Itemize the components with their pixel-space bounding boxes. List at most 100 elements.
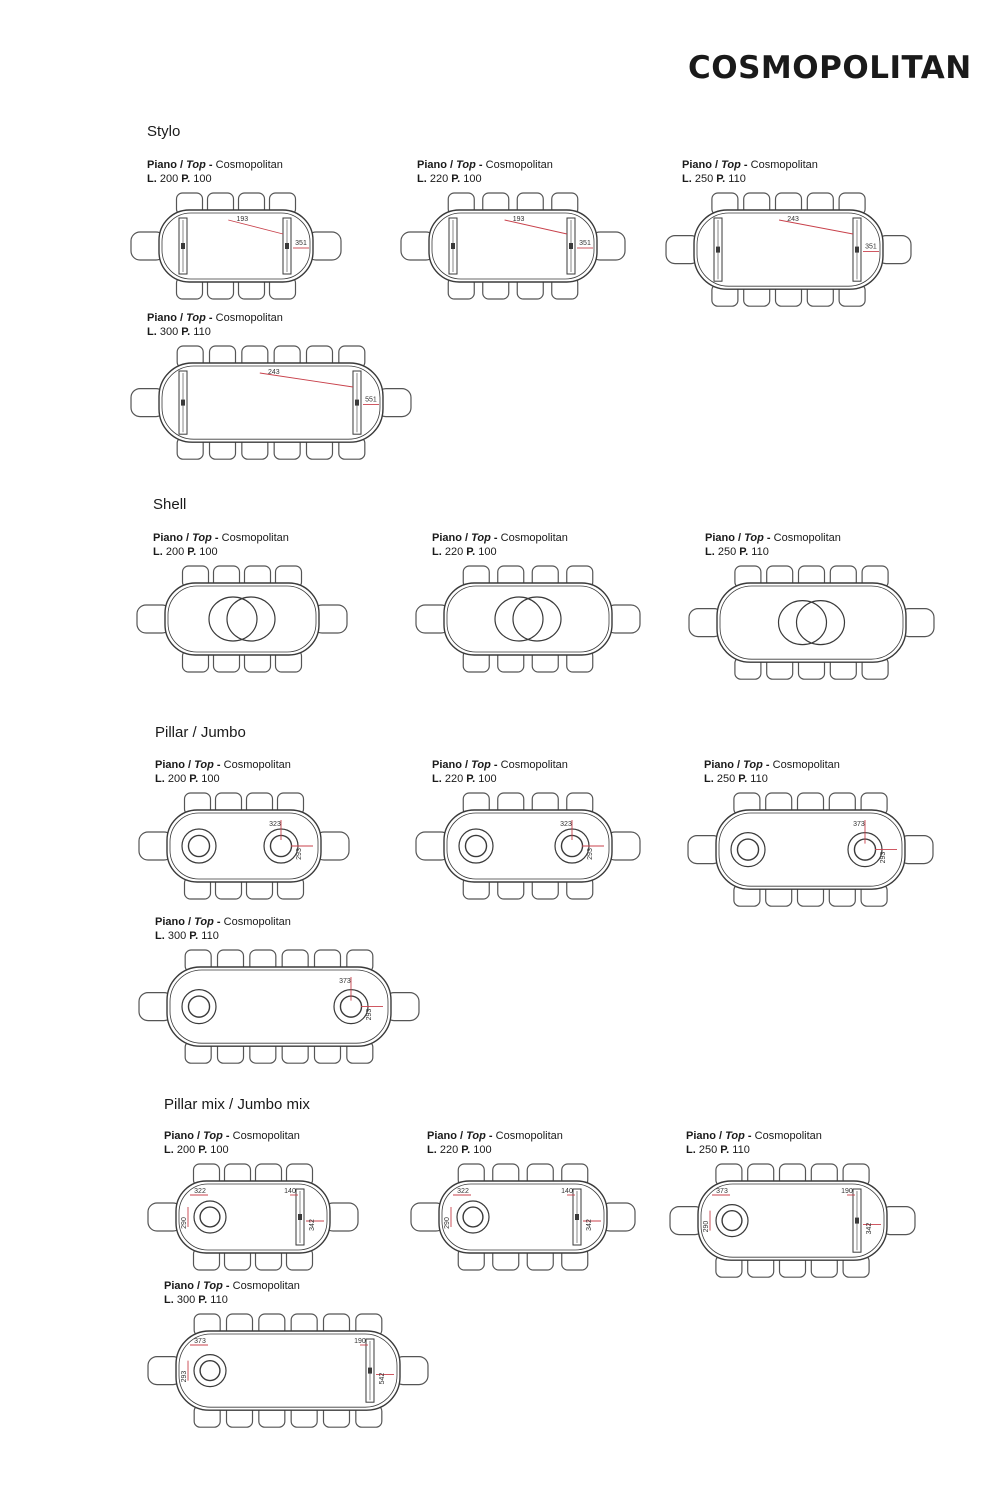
dimension-label: 290: [444, 1217, 451, 1229]
caption-length-label: L.: [164, 1144, 174, 1156]
caption-piano: Piano: [705, 532, 735, 544]
leg-joint: [451, 243, 455, 249]
caption-slash: /: [184, 759, 195, 771]
dimension-label: 322: [194, 1188, 206, 1195]
caption-slash: /: [733, 759, 744, 771]
caption-line-top: Piano / Top - Cosmopolitan: [427, 1129, 563, 1143]
table-top-inner: [446, 812, 610, 880]
caption-name: Cosmopolitan: [754, 1130, 822, 1142]
table-top-inner: [696, 212, 881, 287]
table-top-inner: [441, 1183, 605, 1251]
caption-length-label: L.: [155, 930, 165, 942]
caption-line-size: L. 300 P. 110: [155, 929, 291, 943]
caption-dash: -: [205, 159, 216, 171]
caption-length-label: L.: [682, 173, 692, 185]
caption-piano: Piano: [704, 759, 734, 771]
caption-length-label: L.: [147, 326, 157, 338]
leg-joint: [854, 246, 859, 253]
dimension-label: 373: [716, 1188, 728, 1195]
pillar-base: [730, 831, 766, 868]
caption-line-top: Piano / Top - Cosmopolitan: [164, 1129, 300, 1143]
table-top: [175, 1330, 401, 1411]
caption-line-top: Piano / Top - Cosmopolitan: [682, 158, 818, 172]
caption-length-value: 220: [441, 773, 467, 785]
dimension-label: 351: [295, 240, 307, 247]
caption-line-size: L. 220 P. 100: [417, 172, 553, 186]
leg-joint: [181, 399, 186, 406]
caption-name: Cosmopolitan: [773, 532, 841, 544]
caption-name: Cosmopolitan: [232, 1280, 300, 1292]
table-top-inner: [167, 585, 317, 653]
caption-slash: /: [734, 532, 745, 544]
pillar-column: [187, 834, 211, 858]
section-title-pillar: Pillar / Jumbo: [155, 724, 246, 741]
pillar-column: [187, 995, 211, 1018]
leg-plate: [566, 217, 576, 275]
caption-top: Top: [456, 159, 476, 171]
dimension-line: [778, 219, 854, 235]
caption-piano: Piano: [686, 1130, 716, 1142]
dimension-label: 293: [296, 848, 303, 860]
table-top: [158, 209, 314, 283]
caption-line-size: L. 250 P. 110: [705, 545, 841, 559]
table-top-inner: [446, 585, 610, 653]
caption-piano: Piano: [155, 759, 185, 771]
caption-length-label: L.: [417, 173, 427, 185]
leg-plate: [852, 217, 862, 282]
leg-joint: [354, 399, 359, 406]
caption-slash: /: [176, 312, 187, 324]
table-top: [164, 582, 320, 656]
shell-base: [777, 599, 828, 646]
caption-dash: -: [740, 159, 751, 171]
dimension-label: 373: [339, 978, 351, 985]
dimension-line: [259, 372, 354, 388]
dimension-label: 323: [269, 821, 281, 828]
leg-plate: [178, 217, 188, 275]
table-top: [697, 1180, 888, 1261]
caption-depth-label: P.: [466, 546, 476, 558]
pillar-base: [181, 988, 217, 1025]
table-top-inner: [161, 212, 311, 280]
caption-depth-value: 110: [190, 326, 211, 338]
table-drawing-shell-200: [136, 565, 348, 673]
table-top: [438, 1180, 608, 1254]
dimension-label: 293: [181, 1371, 188, 1383]
pillar-column: [736, 838, 760, 861]
leg-plate: [448, 217, 458, 275]
caption-length-value: 220: [436, 1144, 462, 1156]
caption-length-value: 200: [162, 546, 188, 558]
caption-slash: /: [446, 159, 457, 171]
leg-plate: [713, 217, 723, 282]
caption-depth-label: P.: [720, 1144, 730, 1156]
caption-line-size: L. 250 P. 110: [704, 772, 840, 786]
caption-name: Cosmopolitan: [223, 916, 291, 928]
pillar-base: [456, 1200, 490, 1234]
caption-top: Top: [743, 759, 763, 771]
dimension-label: 243: [268, 369, 280, 376]
dimension-label: 351: [579, 240, 591, 247]
caption-depth-label: P.: [451, 173, 461, 185]
caption-depth-label: P.: [189, 930, 199, 942]
caption-piano: Piano: [164, 1130, 194, 1142]
table-top: [175, 1180, 331, 1254]
caption-piano: Piano: [432, 532, 462, 544]
caption-depth-label: P.: [181, 326, 191, 338]
table-top-inner: [700, 1183, 885, 1258]
caption-piano: Piano: [417, 159, 447, 171]
caption-line-top: Piano / Top - Cosmopolitan: [686, 1129, 822, 1143]
caption-dash: -: [213, 759, 224, 771]
